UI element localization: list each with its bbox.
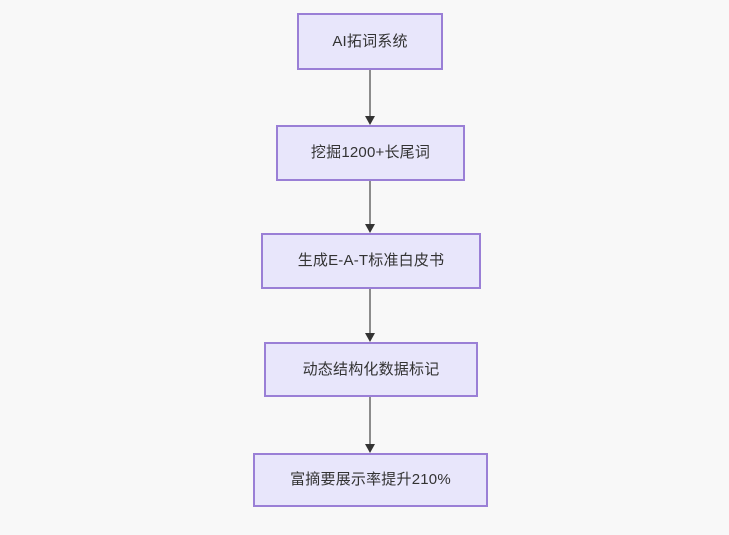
flow-node-label: AI拓词系统 <box>332 32 408 50</box>
arrowhead-down-icon <box>365 116 375 125</box>
flow-edge-n2-to-n3 <box>360 181 380 233</box>
flow-node-label: 生成E-A-T标准白皮书 <box>297 252 445 269</box>
arrowhead-down-icon <box>365 444 375 453</box>
flow-node-n5[interactable]: 富摘要展示率提升210% <box>253 453 488 507</box>
flow-node-n2[interactable]: 挖掘1200+长尾词 <box>276 125 465 181</box>
flow-node-label: 动态结构化数据标记 <box>302 360 440 378</box>
flow-node-n1[interactable]: AI拓词系统 <box>297 13 443 70</box>
edge-line <box>369 181 371 225</box>
flow-edge-n4-to-n5 <box>360 397 380 453</box>
flow-node-label: 挖掘1200+长尾词 <box>310 144 431 161</box>
arrowhead-down-icon <box>365 333 375 342</box>
arrowhead-down-icon <box>365 224 375 233</box>
flow-edge-n3-to-n4 <box>360 289 380 342</box>
edge-line <box>369 289 371 334</box>
flow-node-label: 富摘要展示率提升210% <box>290 471 451 488</box>
flow-node-n3[interactable]: 生成E-A-T标准白皮书 <box>261 233 481 289</box>
flow-node-n4[interactable]: 动态结构化数据标记 <box>264 342 478 397</box>
edge-line <box>369 397 371 445</box>
edge-line <box>369 70 371 117</box>
flow-edge-n1-to-n2 <box>360 70 380 125</box>
